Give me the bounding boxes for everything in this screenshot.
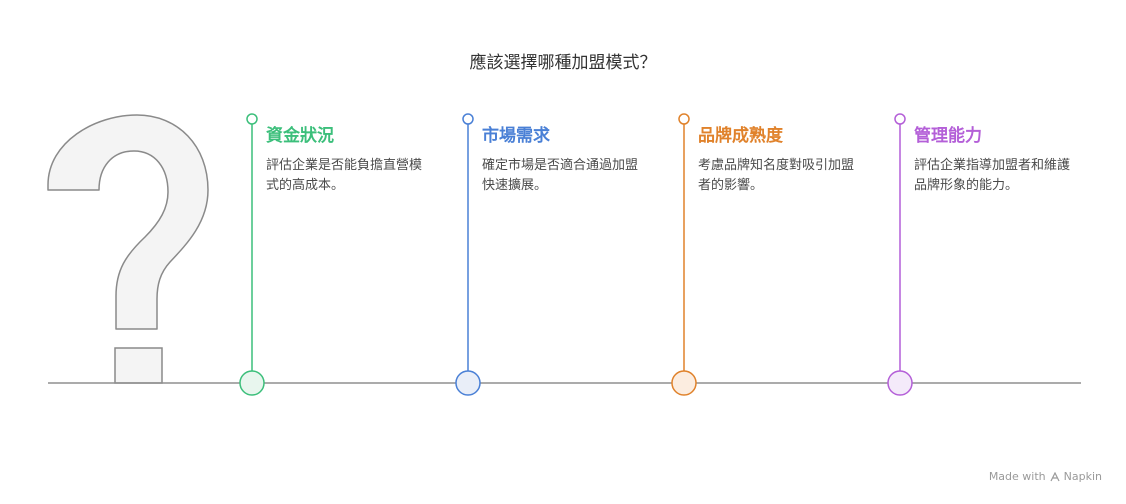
milestone-2 xyxy=(455,113,481,396)
milestone-marker xyxy=(887,370,913,396)
napkin-watermark[interactable]: Made with Napkin xyxy=(989,470,1102,483)
milestone-marker xyxy=(671,370,697,396)
milestone-3 xyxy=(671,113,697,396)
item-desc-brand: 考慮品牌知名度對吸引加盟者的影響。 xyxy=(698,158,855,193)
diagram-title: 應該選擇哪種加盟模式？ xyxy=(469,53,657,73)
item-desc-market: 確定市場是否適合通過加盟快速擴展。 xyxy=(482,158,639,193)
milestone-marker xyxy=(239,370,265,396)
item-title-brand: 品牌成熟度 xyxy=(698,126,783,146)
napkin-logo-icon xyxy=(1050,471,1060,481)
question-mark-icon xyxy=(47,114,209,384)
item-desc-funding: 評估企業是否能負擔直營模式的高成本。 xyxy=(266,158,423,193)
milestone-1 xyxy=(239,113,265,396)
item-desc-management: 評估企業指導加盟者和維護品牌形象的能力。 xyxy=(914,158,1071,193)
item-title-funding: 資金狀況 xyxy=(266,126,334,146)
milestone-4 xyxy=(887,113,913,396)
made-with-label: Made with xyxy=(988,470,1046,483)
item-title-market: 市場需求 xyxy=(482,126,550,146)
napkin-brand-label: Napkin xyxy=(1063,470,1102,483)
milestone-marker xyxy=(455,370,481,396)
item-title-management: 管理能力 xyxy=(914,126,982,146)
